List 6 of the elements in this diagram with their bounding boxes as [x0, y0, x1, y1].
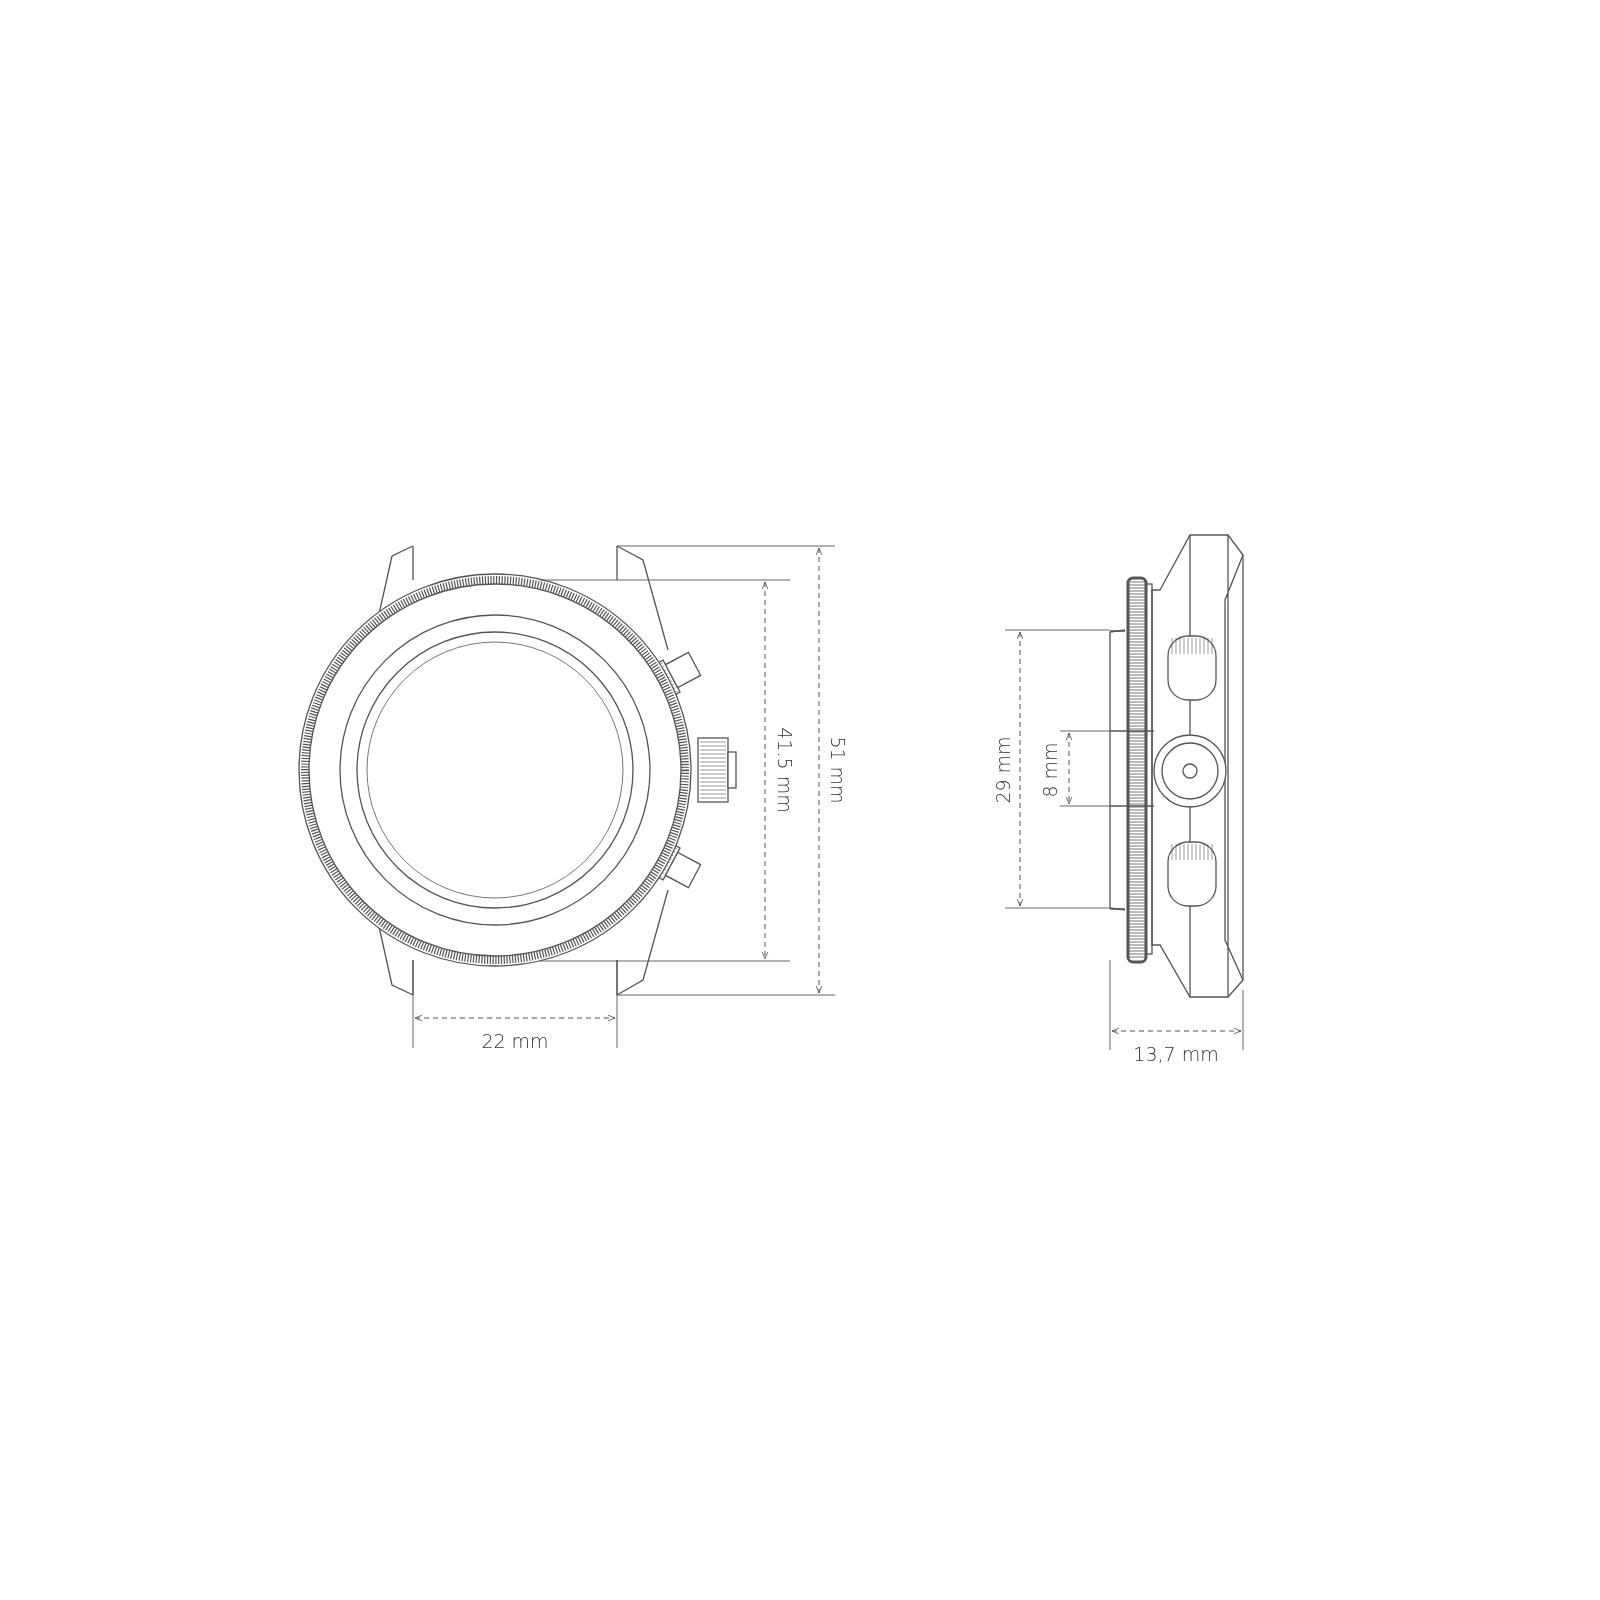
dimension-label: 22 mm — [481, 1030, 549, 1052]
dimension-label: 29 mm — [992, 736, 1014, 804]
dimension-label: 8 mm — [1039, 742, 1061, 798]
dimension-label: 41.5 mm — [774, 727, 796, 813]
dimension-label: 13,7 mm — [1133, 1043, 1219, 1065]
dimension-label: 51 mm — [827, 736, 849, 804]
